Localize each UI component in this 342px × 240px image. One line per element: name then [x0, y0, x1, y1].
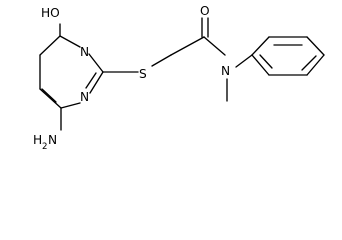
bond-amide-n-phenyl: [235, 54, 253, 68]
bond-ch2-carbonyl: [170, 36, 205, 56]
bond-ph-6-1: [251, 54, 270, 76]
atom-hydroxyl: HO: [41, 6, 60, 20]
atom-ring-n-lower: N: [80, 90, 89, 104]
atom-ring-n-upper: N: [80, 45, 89, 59]
bonds: [39, 17, 325, 131]
bond-ph-4-5-inner: [301, 55, 317, 71]
structure-diagram: HO N N H 2 N S O N: [33, 4, 325, 152]
bond-c6-c5-inner: [41, 88, 57, 103]
bond-c2-n1-inner: [85, 72, 97, 89]
bond-c4-n3: [59, 35, 81, 48]
atom-carbonyl-oxygen: O: [200, 4, 210, 18]
molecule-canvas: HO N N H 2 N S O N: [33, 4, 325, 152]
bond-c2-n1: [89, 71, 104, 94]
bond-n3-c2: [88, 53, 104, 73]
bond-ph-3-4: [306, 36, 325, 56]
atom-amine-n: N: [48, 133, 57, 147]
bond-carbonyl-amide-n: [203, 36, 226, 56]
atom-labels: HO N N H 2 N S O N: [33, 4, 230, 152]
bond-ph-6-1-inner: [259, 54, 273, 69]
atom-amide-nitrogen: N: [221, 64, 230, 78]
atom-sulfur: S: [139, 67, 147, 81]
bond-ph-4-5: [306, 54, 325, 76]
atom-amine-subscript: 2: [42, 142, 47, 152]
atom-amine-h: H: [33, 133, 42, 147]
bond-c6-c5: [39, 88, 62, 109]
bond-n1-c6: [60, 102, 81, 109]
bond-ph-1-2: [251, 36, 270, 56]
bond-c4-c5-arc: [39, 35, 61, 56]
bond-sulfur-ch2: [151, 54, 172, 67]
